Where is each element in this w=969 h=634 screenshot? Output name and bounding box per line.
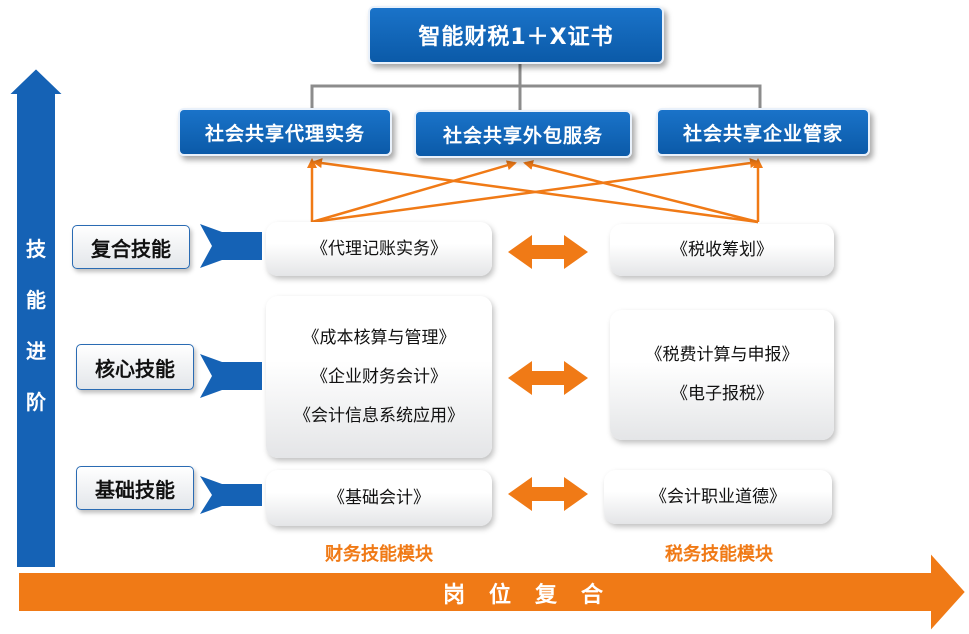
course-item: 《税收筹划》: [671, 239, 773, 260]
vertical-axis-char: 能: [26, 288, 46, 312]
role-box-agency: 社会共享代理实务: [178, 108, 392, 156]
role-box-outsourcing: 社会共享外包服务: [414, 110, 632, 158]
finance-module-label: 财务技能模块: [325, 544, 433, 565]
tax-module-label: 税务技能模块: [665, 544, 773, 565]
skill-level-core: 核心技能: [76, 344, 194, 390]
course-item: 《企业财务会计》: [311, 366, 447, 387]
module-double-arrows: [508, 235, 588, 511]
course-item: 《电子报税》: [671, 384, 773, 404]
tax-compound-card: 《税收筹划》: [610, 224, 834, 276]
skill-level-compound: 复合技能: [72, 225, 190, 269]
finance-basic-card: 《基础会计》: [266, 470, 492, 526]
vertical-axis-arrow: [5, 66, 67, 569]
role-label: 社会共享企业管家: [682, 122, 843, 145]
skill-level-label: 基础技能: [95, 477, 175, 502]
certificate-title: 智能财税1＋X证书: [418, 25, 614, 50]
vertical-axis-char: 进: [26, 339, 46, 363]
skill-pointer-arrows: [200, 224, 262, 514]
course-item: 《税费计算与申报》: [645, 345, 799, 365]
orange-cross-arrows: [307, 158, 763, 224]
vertical-axis-char: 技: [26, 237, 46, 261]
tax-core-card: 《税费计算与申报》 《电子报税》: [610, 310, 834, 440]
finance-core-card: 《成本核算与管理》 《企业财务会计》 《会计信息系统应用》: [266, 296, 492, 458]
course-item: 《成本核算与管理》: [302, 327, 456, 348]
role-label: 社会共享代理实务: [204, 122, 365, 145]
vertical-axis-label: 技 能 进 阶: [16, 222, 56, 426]
horizontal-axis-arrow: [17, 549, 968, 634]
tree-connector: [310, 64, 762, 112]
skill-level-basic: 基础技能: [76, 466, 194, 510]
certificate-title-box: 智能财税1＋X证书: [368, 6, 664, 64]
course-item: 《会计信息系统应用》: [294, 405, 464, 426]
tax-basic-card: 《会计职业道德》: [604, 470, 832, 524]
horizontal-axis-label: 岗位复合: [442, 583, 627, 608]
role-box-steward: 社会共享企业管家: [656, 108, 870, 156]
course-item: 《代理记账实务》: [311, 238, 447, 259]
skill-level-label: 核心技能: [95, 356, 175, 381]
vertical-axis-char: 阶: [26, 390, 46, 414]
skill-level-label: 复合技能: [91, 236, 171, 261]
finance-compound-card: 《代理记账实务》: [266, 222, 492, 276]
course-item: 《基础会计》: [328, 487, 430, 508]
course-item: 《会计职业道德》: [650, 486, 786, 507]
role-label: 社会共享外包服务: [442, 124, 603, 147]
